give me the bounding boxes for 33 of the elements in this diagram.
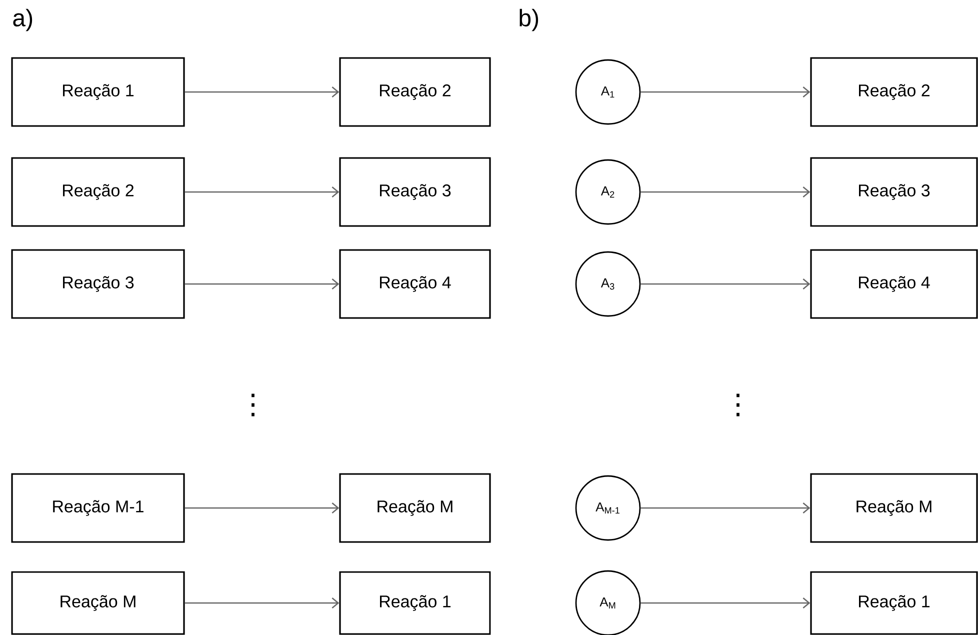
circle-node: A$_{M-1}$ (575, 475, 641, 541)
reaction-box: Reação 2 (11, 157, 185, 227)
reaction-box: Reação M (810, 473, 978, 543)
arrow (640, 186, 810, 198)
reaction-box: Reação M (339, 473, 491, 543)
ellipsis-mark: ⋮ (252, 394, 254, 416)
reaction-box: Reação 3 (339, 157, 491, 227)
circle-node: A$_{1}$ (575, 59, 641, 125)
reaction-box: Reação M-1 (11, 473, 185, 543)
arrow (184, 598, 340, 608)
arrow (640, 278, 810, 290)
reaction-box: Reação 1 (810, 571, 978, 635)
reaction-box: Reação M (11, 571, 185, 635)
reaction-box: Reação 1 (339, 571, 491, 635)
arrow (184, 86, 340, 98)
arrow (640, 86, 810, 98)
reaction-box: Reação 3 (810, 157, 978, 227)
arrow (640, 502, 810, 514)
reaction-box: Reação 2 (339, 57, 491, 127)
panel-label: b) (520, 8, 538, 32)
reaction-box: Reação 1 (11, 57, 185, 127)
arrow (640, 598, 810, 608)
reaction-box: Reação 4 (339, 249, 491, 319)
reaction-box: Reação 2 (810, 57, 978, 127)
arrow (184, 502, 340, 514)
arrow (184, 278, 340, 290)
arrow (184, 186, 340, 198)
panel-label: a) (13, 8, 32, 32)
reaction-box: Reação 4 (810, 249, 978, 319)
circle-node: A$_{2}$ (575, 159, 641, 225)
circle-node: A$_{3}$ (575, 251, 641, 317)
reaction-box: Reação 3 (11, 249, 185, 319)
ellipsis-mark: ⋮ (736, 394, 740, 416)
